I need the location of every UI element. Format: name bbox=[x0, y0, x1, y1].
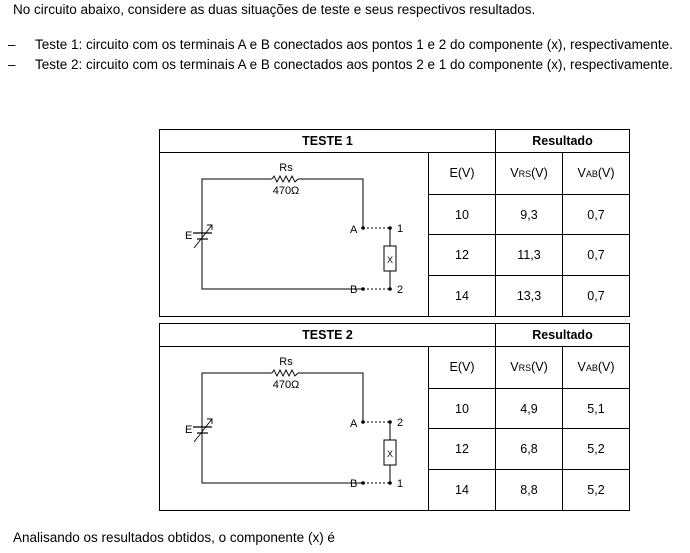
source-arrow bbox=[193, 224, 213, 249]
resistor-symbol bbox=[271, 368, 299, 378]
test-table-1: TESTE 1 Resultado Rs 470Ω E A B bbox=[159, 129, 630, 317]
col-e: E(V) bbox=[428, 152, 496, 195]
table-row: 10 4,9 5,1 bbox=[160, 387, 630, 430]
terminal-bottom: 1 bbox=[397, 478, 403, 490]
resistor-symbol bbox=[271, 174, 299, 184]
test-table-2: TESTE 2 Resultado Rs 470Ω E A B bbox=[159, 323, 630, 511]
e-label: E bbox=[185, 230, 192, 242]
col-vab: VAB(V) bbox=[562, 152, 630, 195]
circuit-diagram-cell: Rs 470Ω E A B X bbox=[159, 152, 429, 317]
wire-left bbox=[201, 372, 363, 484]
table-row: 10 9,3 0,7 bbox=[160, 193, 630, 236]
b-label: B bbox=[350, 478, 357, 490]
rs-label: Rs bbox=[279, 162, 293, 174]
x-label: X bbox=[387, 449, 393, 459]
test-title: TESTE 1 bbox=[159, 129, 496, 153]
a-label: A bbox=[350, 418, 358, 430]
wire-left bbox=[201, 178, 363, 290]
wire-right bbox=[298, 372, 364, 399]
table-row: 14 13,3 0,7 bbox=[160, 275, 630, 317]
col-vrs: VRS(V) bbox=[495, 152, 563, 195]
test-title: TESTE 2 bbox=[159, 323, 496, 347]
result-header: Resultado bbox=[495, 129, 630, 153]
bullet-teste-2: Teste 2: circuito com os terminais A e B… bbox=[35, 57, 673, 72]
intro-text: No circuito abaixo, considere as duas si… bbox=[13, 2, 536, 17]
x-label: X bbox=[387, 255, 393, 265]
a-label: A bbox=[350, 224, 358, 236]
bullet-dash-2: – bbox=[8, 57, 16, 72]
table-row: 12 6,8 5,2 bbox=[160, 428, 630, 471]
circuit-diagram: Rs 470Ω E A B X bbox=[185, 162, 403, 296]
bullet-dash-1: – bbox=[8, 37, 16, 52]
rs-label: Rs bbox=[279, 356, 293, 368]
table-row: 12 11,3 0,7 bbox=[160, 234, 630, 277]
rs-value: 470Ω bbox=[273, 379, 300, 391]
col-vrs: VRS(V) bbox=[495, 346, 563, 389]
b-label: B bbox=[350, 284, 357, 296]
e-label: E bbox=[185, 424, 192, 436]
terminal-top: 2 bbox=[397, 417, 403, 429]
terminal-top: 1 bbox=[397, 223, 403, 235]
table-row: 14 8,8 5,2 bbox=[160, 469, 630, 511]
circuit-diagram: Rs 470Ω E A B X bbox=[185, 356, 403, 490]
source-arrow bbox=[193, 418, 213, 443]
wire-right bbox=[298, 178, 364, 205]
result-header: Resultado bbox=[495, 323, 630, 347]
bullet-teste-1: Teste 1: circuito com os terminais A e B… bbox=[35, 37, 673, 52]
col-vab: VAB(V) bbox=[562, 346, 630, 389]
terminal-bottom: 2 bbox=[397, 284, 403, 296]
col-e: E(V) bbox=[428, 346, 496, 389]
question-text: Analisando os resultados obtidos, o comp… bbox=[13, 530, 335, 545]
rs-value: 470Ω bbox=[273, 185, 300, 197]
circuit-diagram-cell: Rs 470Ω E A B X bbox=[159, 346, 429, 511]
